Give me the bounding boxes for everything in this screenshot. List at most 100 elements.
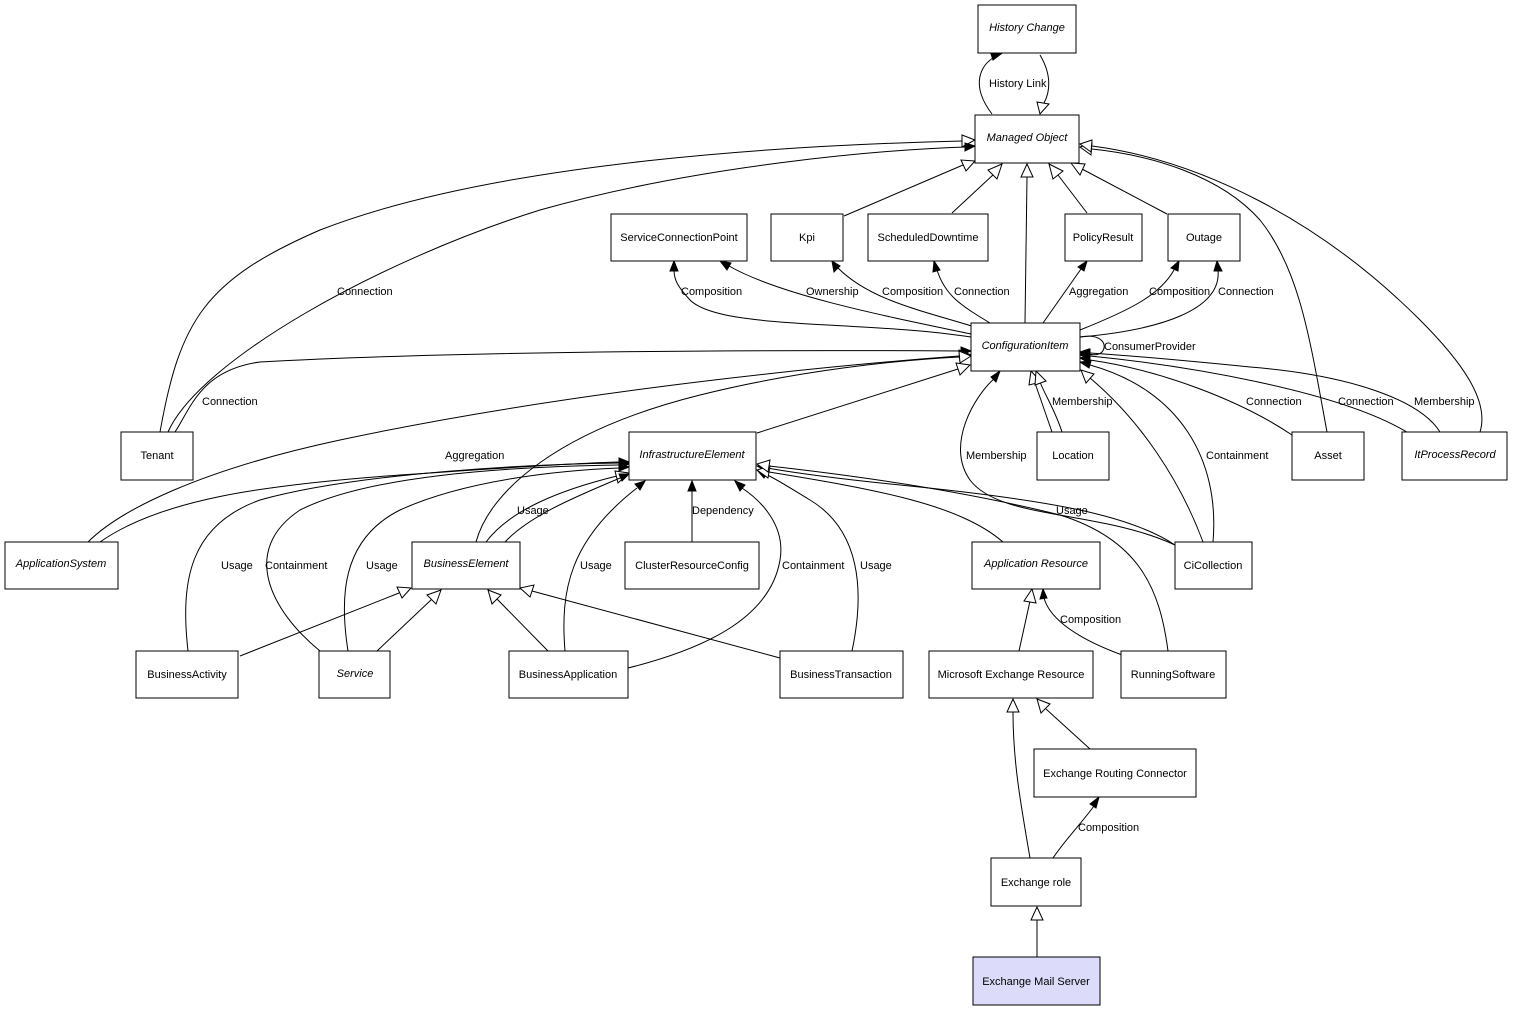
node-box: [770, 213, 844, 262]
node-label: History Change: [989, 22, 1065, 34]
arrowhead-solid: [831, 259, 841, 274]
node-label: ItProcessRecord: [1414, 449, 1496, 461]
node-tenant[interactable]: Tenant: [120, 431, 194, 481]
node-scheduled-downtime[interactable]: ScheduledDowntime: [867, 213, 989, 262]
node-configuration-item[interactable]: ConfigurationItem: [970, 322, 1081, 372]
edge-ci-mo: [1024, 176, 1028, 324]
arrowhead-hollow: [1020, 162, 1034, 178]
node-box: [610, 213, 748, 262]
node-exchange-role[interactable]: Exchange role: [990, 857, 1082, 907]
edge-ci-kpi-composition: [837, 267, 976, 328]
node-running-software[interactable]: RunningSoftware: [1120, 650, 1227, 699]
node-box: [318, 650, 391, 699]
node-business-element[interactable]: BusinessElement: [411, 541, 521, 590]
arrowhead-hollow: [987, 163, 1003, 180]
arrowhead-solid: [964, 142, 977, 152]
edge-label-rs-composition: Composition: [1060, 614, 1121, 626]
edge-label-service-usage: Usage: [366, 560, 398, 572]
edge-rs-ie: [768, 465, 1169, 652]
node-label: ServiceConnectionPoint: [620, 232, 737, 244]
edge-label-bapp-containment: Containment: [782, 560, 844, 572]
arrowhead-solid: [990, 53, 1003, 61]
edge-service-be: [376, 598, 433, 652]
edge-asset-ci: [1089, 359, 1293, 436]
edge-ci-outage-connection: [1079, 269, 1219, 338]
node-service-connection-point[interactable]: ServiceConnectionPoint: [610, 213, 748, 262]
edge-itpr-ci-connection: [1089, 355, 1411, 435]
arrowhead-hollow: [1023, 587, 1037, 604]
edge-label-ci-pr-aggregation: Aggregation: [1069, 286, 1128, 298]
node-box: [779, 650, 904, 699]
node-business-application[interactable]: BusinessApplication: [508, 650, 629, 699]
node-ms-exchange-resource[interactable]: Microsoft Exchange Resource: [928, 650, 1094, 699]
arrowhead-hollow: [426, 589, 442, 605]
node-location[interactable]: Location: [1036, 431, 1110, 481]
edge-service-ie-containment: [266, 464, 620, 652]
arrowhead-solid: [1213, 259, 1223, 272]
node-policy-result[interactable]: PolicyResult: [1064, 213, 1143, 262]
arrowhead-hollow: [960, 159, 977, 172]
edge-label-appsys-aggregation: Aggregation: [445, 450, 504, 462]
node-label: Outage: [1186, 232, 1222, 244]
node-it-process-record[interactable]: ItProcessRecord: [1401, 431, 1508, 481]
edge-itpr-ci-membership: [1089, 352, 1441, 433]
edge-label-tenant-ci-connection: Connection: [202, 396, 258, 408]
node-asset[interactable]: Asset: [1291, 431, 1365, 481]
node-kpi[interactable]: Kpi: [770, 213, 844, 262]
arrowhead-hollow: [1080, 369, 1095, 384]
arrowhead-solid: [1170, 259, 1180, 272]
edge-tenant-ci-connection: [174, 350, 962, 433]
node-application-resource[interactable]: Application Resource: [971, 541, 1101, 590]
node-label: PolicyResult: [1073, 232, 1134, 244]
edge-sd-mo: [951, 173, 995, 214]
arrowhead-solid: [1077, 259, 1088, 272]
edge-erc-msexres: [1045, 708, 1091, 750]
node-box: [1120, 650, 1227, 699]
edge-tenant-mo-connection: [167, 146, 966, 433]
nodes: History Change Managed Object ServiceCon…: [4, 4, 1508, 1006]
node-business-activity[interactable]: BusinessActivity: [135, 650, 239, 699]
edge-history-generalization: [1039, 54, 1050, 104]
edge-label-be-usage: Usage: [517, 505, 549, 517]
node-exchange-mail-server[interactable]: Exchange Mail Server: [972, 956, 1101, 1006]
node-box: [1036, 431, 1110, 481]
edge-be-ie-usage: [504, 477, 621, 543]
arrowhead-hollow: [1030, 905, 1044, 921]
arrowhead-hollow: [755, 459, 771, 473]
arrowhead-hollow: [1036, 698, 1051, 714]
node-label: Microsoft Exchange Resource: [938, 669, 1085, 681]
node-box: [1033, 748, 1197, 798]
node-label: CiCollection: [1184, 560, 1243, 572]
node-outage[interactable]: Outage: [1167, 213, 1241, 262]
edge-label-asset-connection: Connection: [1246, 396, 1302, 408]
node-service[interactable]: Service: [318, 650, 391, 699]
node-infrastructure-element[interactable]: InfrastructureElement: [628, 431, 757, 481]
node-box: [508, 650, 629, 699]
edge-label-ci-scp-composition: Composition: [681, 286, 742, 298]
node-managed-object[interactable]: Managed Object: [974, 114, 1080, 164]
node-label: Tenant: [140, 450, 173, 462]
edge-ci-pr-aggregation: [1042, 268, 1082, 324]
node-box: [1167, 213, 1241, 262]
edge-label-ci-sd-connection: Connection: [954, 286, 1010, 298]
node-exchange-routing-connector[interactable]: Exchange Routing Connector: [1033, 748, 1197, 798]
edge-asset-mo: [1091, 148, 1328, 433]
node-ci-collection[interactable]: CiCollection: [1174, 541, 1253, 590]
edge-ba-ie-usage: [185, 462, 620, 652]
node-box: [972, 956, 1101, 1006]
node-box: [624, 541, 760, 590]
node-cluster-resource-config[interactable]: ClusterResourceConfig: [624, 541, 760, 590]
node-box: [120, 431, 194, 481]
edge-tenant-managed-object: [159, 140, 963, 433]
node-application-system[interactable]: ApplicationSystem: [4, 541, 119, 590]
node-box: [970, 322, 1081, 372]
node-box: [1174, 541, 1253, 590]
node-label: Managed Object: [987, 132, 1069, 144]
edge-label-er-composition: Composition: [1078, 822, 1139, 834]
node-business-transaction[interactable]: BusinessTransaction: [779, 650, 904, 699]
edge-bapp-be: [496, 598, 549, 652]
node-history-change[interactable]: History Change: [977, 4, 1077, 54]
arrowhead-hollow: [1036, 101, 1050, 116]
edge-appsys-ci: [87, 355, 960, 543]
edge-be-ie: [485, 475, 618, 543]
